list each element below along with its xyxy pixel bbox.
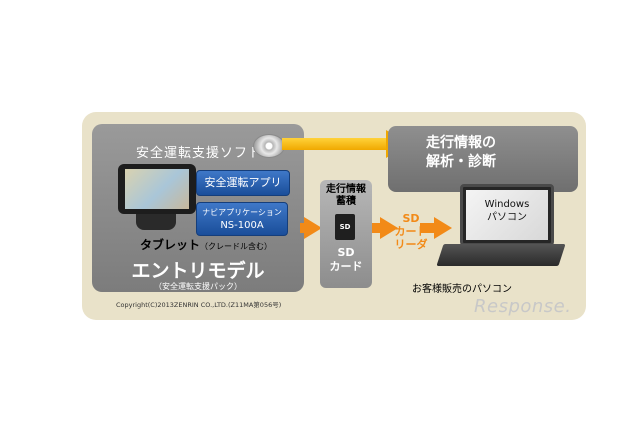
sd-card-label: SD カード [320,246,372,274]
sd-card-reader-label: SD カード リーダ [386,212,436,251]
sd-title-line-2: 蓄積 [336,196,356,207]
reader-line-3: リーダ [394,238,428,251]
tablet-label: タブレット（クレードル含む） [140,236,272,253]
reader-line-1: SD [402,212,420,225]
entry-model-title: エントリモデル [131,260,265,282]
sd-card-icon: SD [335,214,355,240]
laptop-screen [466,190,548,240]
tablet-label-main: タブレット [140,238,201,252]
entry-model-subtitle: （安全運転支援パック） [154,282,242,291]
laptop-line-2: パソコン [487,212,527,223]
sd-title: 走行情報 蓄積 [320,184,372,208]
tablet-map-screen [125,169,189,209]
sd-card-label-line-2: カード [329,260,363,273]
software-label: 安全運転支援ソフト [136,146,263,161]
cd-disc-icon [253,134,285,158]
analysis-text: 走行情報の 解析・診断 [426,134,526,172]
arrow-to-sd-body [300,223,306,233]
cradle-stand-icon [136,214,176,230]
response-watermark-logo: Response. [474,296,572,317]
sd-card-label-line-1: SD [337,246,355,259]
arrow-to-sd-icon [304,217,322,239]
safe-driving-app-box: 安全運転アプリ [196,170,290,196]
copyright-text: Copyright(C)2013ZENRIN CO.,LTD.(Z11MA第05… [116,301,282,309]
reader-line-2: カード [394,225,428,238]
analysis-box [388,126,578,192]
laptop-screen-text: Windows パソコン [466,198,548,224]
arrow-to-reader-icon [380,217,398,239]
tablet-label-sub: （クレードル含む） [200,242,273,251]
sd-title-line-1: 走行情報 [326,184,366,195]
analysis-line-1: 走行情報の [426,135,496,151]
navi-app-line-1: ナビアプリケーション [202,208,282,217]
arrow-to-pc-icon [434,217,452,239]
navi-app-line-2: NS-100A [220,220,264,231]
laptop-keyboard-icon [436,244,566,266]
software-arrow-body [282,138,386,150]
laptop-line-1: Windows [484,199,530,210]
arrow-to-pc-body [420,223,436,233]
arrow-to-reader-body [372,223,382,233]
navi-app-box: ナビアプリケーション NS-100A [196,202,288,236]
customer-pc-label: お客様販売のパソコン [412,284,512,295]
analysis-line-2: 解析・診断 [426,154,496,170]
